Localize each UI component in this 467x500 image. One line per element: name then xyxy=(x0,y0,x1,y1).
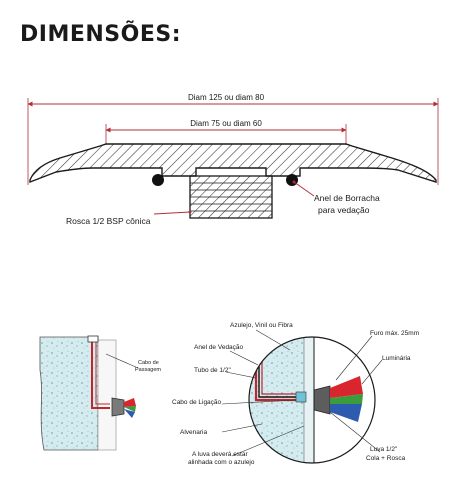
install-detail: Azulejo, Vinil ou Fibra Anel de Vedação … xyxy=(172,322,419,466)
o-ring-right xyxy=(286,174,298,186)
cable-link-label: Cabo de Ligação xyxy=(172,399,222,406)
sleeve-label-line-2: Cola + Rosca xyxy=(366,455,406,462)
thread-label: Rosca 1/2 BSP cônica xyxy=(66,216,151,226)
fixture-body xyxy=(29,143,437,184)
note-line-1: A luva deverá estar xyxy=(192,451,248,458)
note-line-2: alinhada com o azulejo xyxy=(188,459,255,466)
tile-label: Azulejo, Vinil ou Fibra xyxy=(230,322,293,329)
ring-label-line-2: para vedação xyxy=(318,205,370,215)
tube-label: Tubo de 1/2" xyxy=(194,367,231,374)
luminaire xyxy=(313,385,331,415)
cable-label-line-1: Cabo de xyxy=(138,360,159,366)
inner-diameter-label: Diam 75 ou diam 60 xyxy=(190,119,262,128)
page-title: DIMENSÕES: xyxy=(20,22,181,47)
sleeve-label-line-1: Luva 1/2" xyxy=(370,446,398,453)
ring-label-line-1: Anel de Borracha xyxy=(314,193,380,203)
masonry-label: Alvenaria xyxy=(180,429,207,436)
cable-label-line-2: Passagem xyxy=(135,367,161,373)
hole-label: Furo máx. 25mm xyxy=(370,330,419,337)
section-drawing: Diam 125 ou diam 80 Diam 75 ou diam 60 R… xyxy=(27,93,439,226)
outer-diameter-label: Diam 125 ou diam 80 xyxy=(188,93,265,102)
cable-path xyxy=(91,340,110,409)
o-ring-left xyxy=(152,174,164,186)
seal-ring-label: Anel de Vedação xyxy=(194,344,244,351)
luminaire-label: Luminária xyxy=(382,355,411,362)
wall-detail: Cabo de Passagem xyxy=(39,335,161,451)
mini-luminaire xyxy=(111,397,125,417)
detail-circle xyxy=(248,336,376,464)
